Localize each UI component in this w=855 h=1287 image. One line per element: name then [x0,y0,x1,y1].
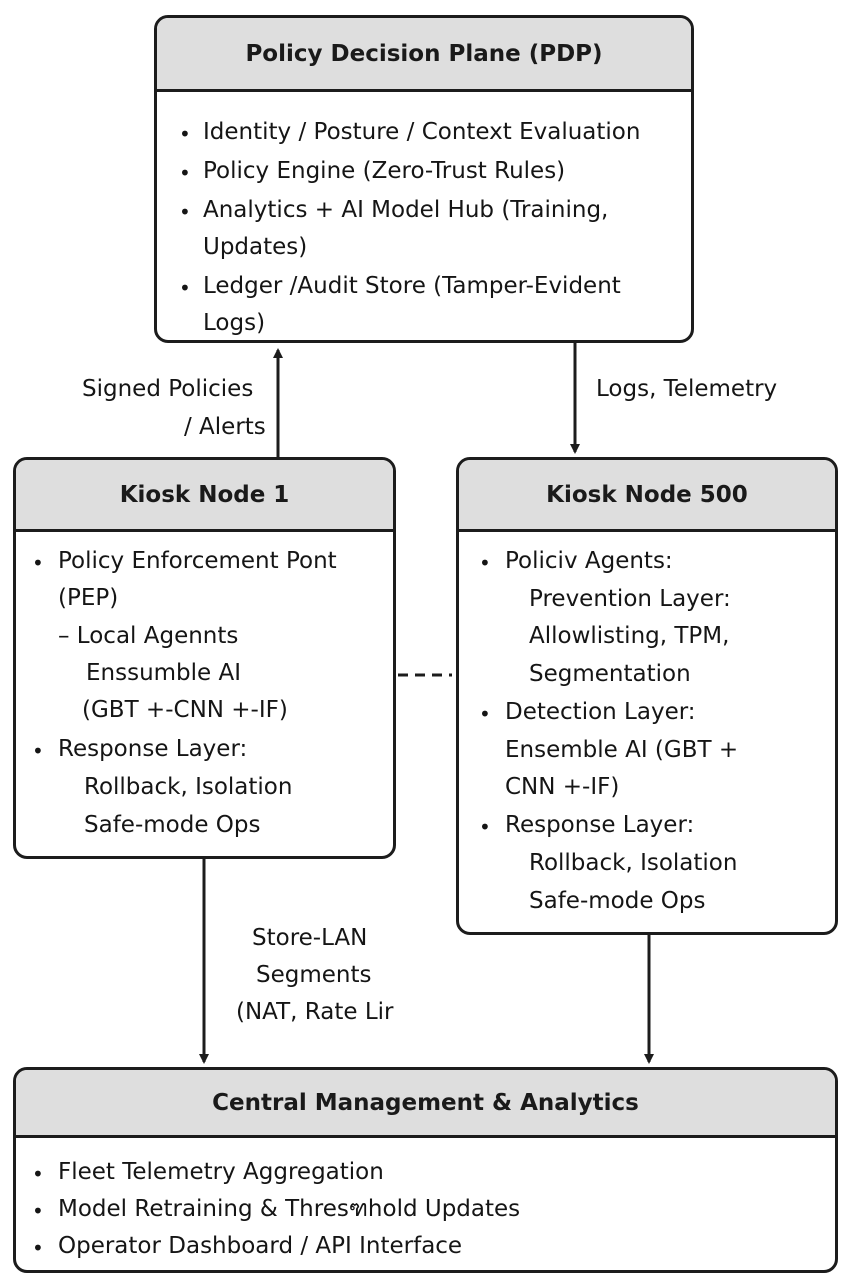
alerts-label: / Alerts [184,414,266,440]
pdp-item: Policy Engine (Zero-Trust Rules) [203,158,566,184]
kiosk1-item: – Local Agennts [58,623,239,649]
list-bullet: • [32,1162,44,1186]
kiosk1-item: (PEP) [58,585,119,611]
nat-rate-limit-label: (NAT, Rate Lir [236,999,394,1025]
kiosk500-item: Ensemble AI (GBT + [505,737,739,763]
kiosk500-item: Policiv Agents: [505,548,673,574]
segments-label: Segments [256,962,372,988]
kiosk1-item: (GBT +-CNN +-IF) [82,697,288,723]
pdp-box: Policy Decision Plane (PDP) • Identity /… [154,15,694,343]
kiosk500-item: CNN +-IF) [505,774,620,800]
list-bullet: • [32,739,44,763]
list-bullet: • [479,815,491,839]
list-bullet: • [32,1199,44,1223]
list-bullet: • [32,1236,44,1260]
central-item: Model Retraining & Thresฑhold Updates [58,1196,521,1222]
kiosk500-item: Detection Layer: [505,699,696,725]
store-lan-label: Store-LAN [252,925,368,951]
central-management-box: Central Management & Analytics • Fleet T… [13,1067,838,1273]
kiosk-node-500-box: Kiosk Node 500 • Policiv Agents: Prevent… [456,457,838,935]
kiosk-node-1-title: Kiosk Node 1 [16,460,393,532]
kiosk1-item: Response Layer: [58,736,248,762]
kiosk500-item: Rollback, Isolation [529,850,738,876]
kiosk-node-500-title: Kiosk Node 500 [459,460,835,532]
list-bullet: • [479,551,491,575]
list-bullet: • [32,551,44,575]
list-bullet: • [179,161,191,185]
list-bullet: • [179,200,191,224]
kiosk1-item: Enssumble AI [86,660,242,686]
pdp-item: Ledger /Audit Store (Tamper-Evident [203,273,621,299]
signed-policies-label: Signed Policies [82,376,254,402]
central-management-title: Central Management & Analytics [16,1070,835,1138]
list-bullet: • [179,122,191,146]
kiosk500-item: Safe-mode Ops [529,888,706,914]
kiosk500-item: Prevention Layer: [529,586,731,612]
kiosk-node-1-box: Kiosk Node 1 • Policy Enforcement Pont (… [13,457,396,859]
logs-telemetry-label: Logs, Telemetry [596,376,778,402]
central-item: Operator Dashboard / API Interface [58,1233,463,1259]
pdp-title: Policy Decision Plane (PDP) [157,18,691,92]
kiosk500-item: Allowlisting, TPM, [529,623,730,649]
pdp-item: Analytics + AI Model Hub (Training, [203,197,609,223]
kiosk1-item: Policy Enforcement Pont [58,548,337,574]
list-bullet: • [479,702,491,726]
list-bullet: • [179,276,191,300]
pdp-item: Identity / Posture / Context Evaluation [203,119,641,145]
kiosk1-item: Rollback, Isolation [84,774,293,800]
central-item: Fleet Telemetry Aggregation [58,1159,384,1185]
pdp-item: Logs) [203,310,266,336]
kiosk500-item: Segmentation [529,661,691,687]
kiosk500-item: Response Layer: [505,812,695,838]
pdp-item: Updates) [203,234,308,260]
kiosk1-item: Safe-mode Ops [84,812,261,838]
